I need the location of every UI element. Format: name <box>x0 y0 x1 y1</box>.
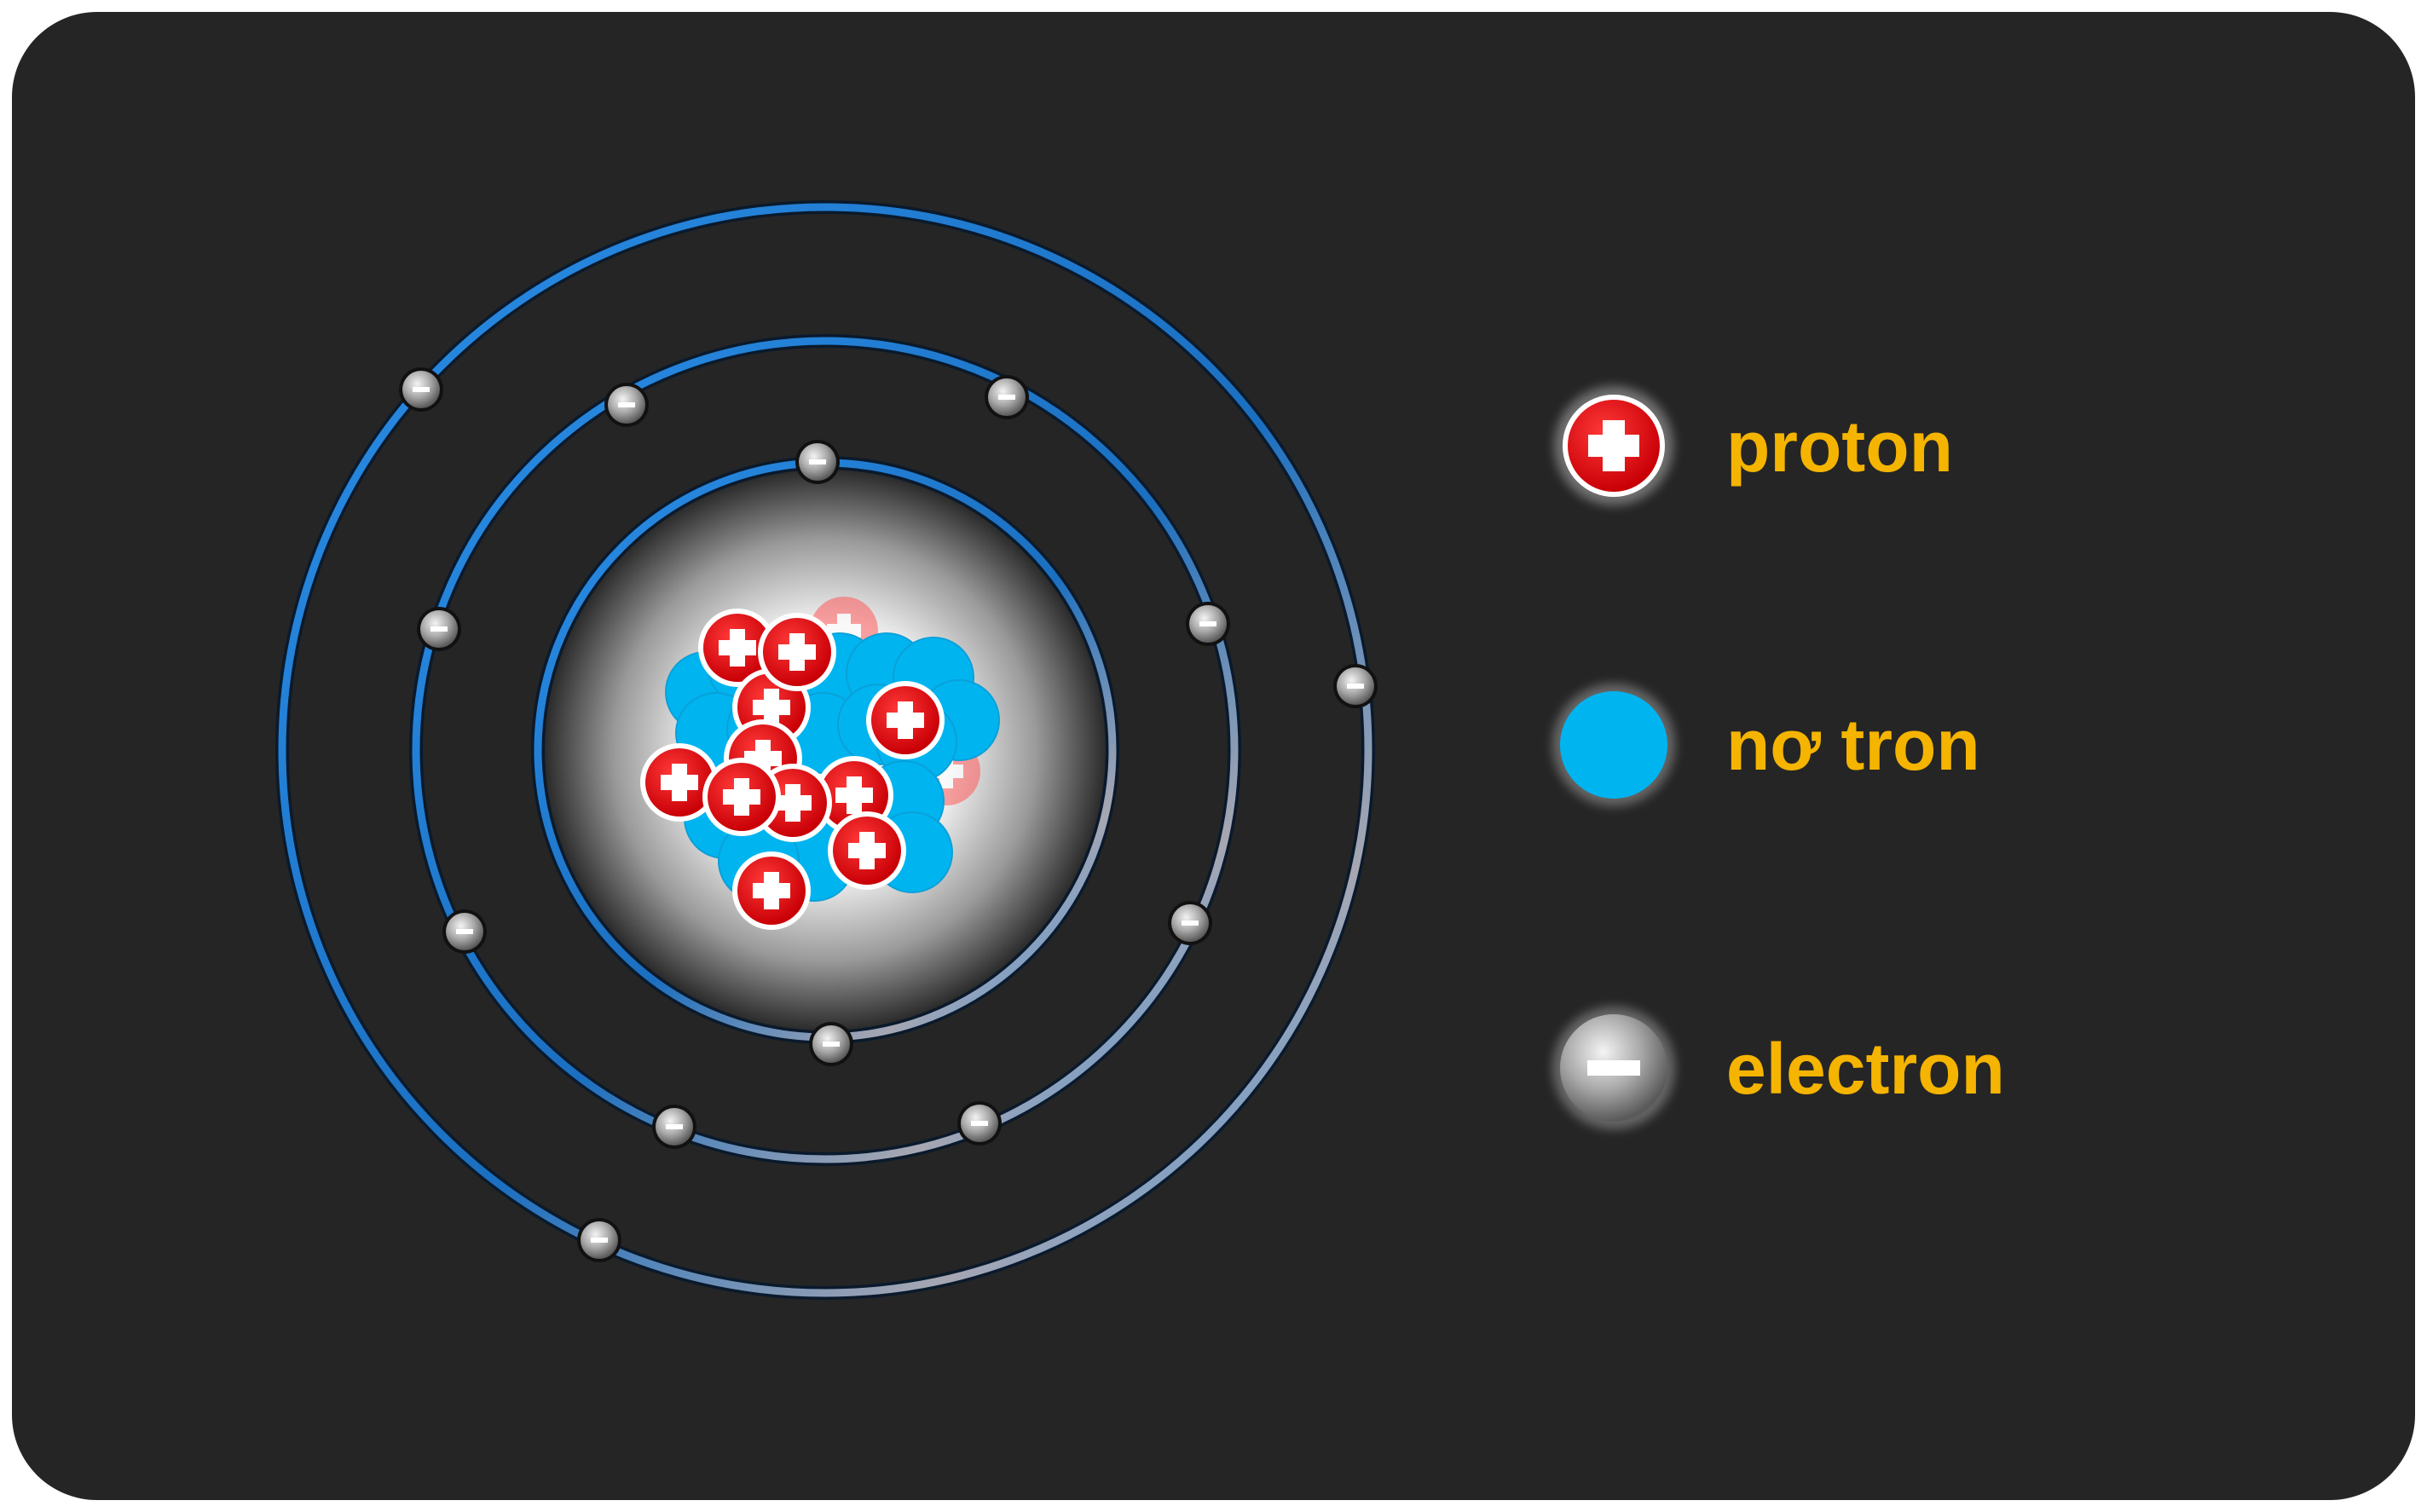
electron <box>417 607 461 651</box>
nucleus <box>640 597 1000 930</box>
electron <box>399 367 443 412</box>
legend-label-proton: proton <box>1726 407 1953 487</box>
electron <box>1168 901 1212 945</box>
orbit-outer <box>278 203 1372 1297</box>
proton <box>732 851 811 930</box>
proton <box>828 811 906 890</box>
electron <box>577 1218 621 1262</box>
electron <box>795 440 840 484</box>
electron <box>1333 664 1378 708</box>
orbit-middle <box>412 337 1239 1163</box>
proton <box>758 613 836 691</box>
legend-label-electron: electron <box>1726 1029 2005 1109</box>
electron <box>1186 602 1230 646</box>
diagram-card: proton nơ tron electron <box>12 12 2415 1500</box>
electron <box>442 909 487 954</box>
proton <box>866 681 945 759</box>
proton <box>698 609 777 687</box>
electron <box>604 383 649 427</box>
electron <box>652 1105 696 1149</box>
legend-proton-icon <box>1554 386 1673 505</box>
legend-label-neutron: nơ tron <box>1726 705 1980 785</box>
legend-neutron-icon <box>1552 684 1675 806</box>
electron <box>985 375 1029 419</box>
electrons <box>399 367 1378 1262</box>
proton <box>640 743 719 822</box>
proton <box>702 758 781 836</box>
atom-diagram <box>275 200 1675 1300</box>
electron <box>809 1022 853 1066</box>
electron <box>957 1101 1002 1146</box>
legend-electron-icon <box>1552 1007 1675 1129</box>
